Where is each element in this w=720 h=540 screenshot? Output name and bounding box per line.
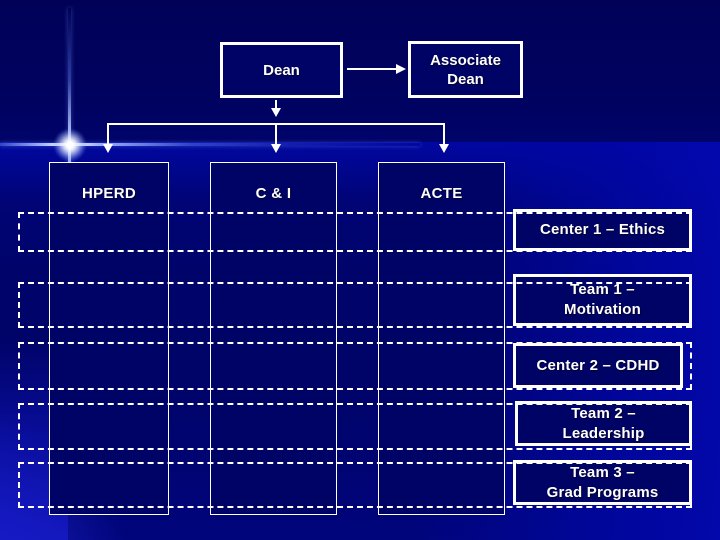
center-1-ethics-label: Center 1 – Ethics: [539, 221, 666, 238]
dean-down-connector: [275, 100, 277, 109]
branch-drop-acte: [443, 123, 445, 144]
column-ci-label: C & I: [255, 185, 292, 202]
arrow-down-icon: [271, 144, 281, 153]
center-2-cdhd-box: Center 2 – CDHD: [513, 343, 683, 388]
team-3-grad-programs-box: Team 3 – Grad Programs: [513, 460, 692, 505]
column-hperd: HPERD: [49, 162, 169, 515]
branch-drop-hperd: [107, 123, 109, 144]
associate-dean-label: Associate Dean: [430, 51, 501, 88]
lens-flare-horizontal-beam: [0, 143, 420, 146]
column-hperd-label: HPERD: [81, 185, 136, 202]
column-acte-label: ACTE: [420, 185, 463, 202]
arrow-down-icon: [103, 144, 113, 153]
lens-flare-star-icon: [53, 128, 87, 162]
background-top-band: [0, 0, 720, 142]
arrow-right-icon: [396, 64, 406, 74]
arrow-down-icon: [439, 144, 449, 153]
dashed-row-5: [18, 462, 692, 508]
dean-label: Dean: [263, 61, 300, 79]
dashed-row-4: [18, 403, 692, 450]
dashed-row-2: [18, 282, 692, 328]
column-acte: ACTE: [378, 162, 505, 515]
center-2-cdhd-label: Center 2 – CDHD: [536, 356, 660, 374]
dashed-row-1: [18, 212, 692, 252]
column-ci: C & I: [210, 162, 337, 515]
dean-box: Dean: [220, 42, 343, 98]
dean-to-associate-connector: [347, 68, 397, 70]
arrow-down-icon: [271, 108, 281, 117]
center-1-ethics-box: Center 1 – Ethics: [513, 209, 692, 251]
team-2-leadership-box: Team 2 – Leadership: [515, 401, 692, 446]
team-2-leadership-label: Team 2 – Leadership: [562, 404, 645, 442]
team-3-grad-programs-label: Team 3 – Grad Programs: [546, 463, 659, 501]
dashed-row-3: [18, 342, 692, 390]
associate-dean-box: Associate Dean: [408, 41, 523, 98]
branch-drop-ci: [275, 123, 277, 144]
team-1-motivation-label: Team 1 – Motivation: [564, 281, 641, 318]
